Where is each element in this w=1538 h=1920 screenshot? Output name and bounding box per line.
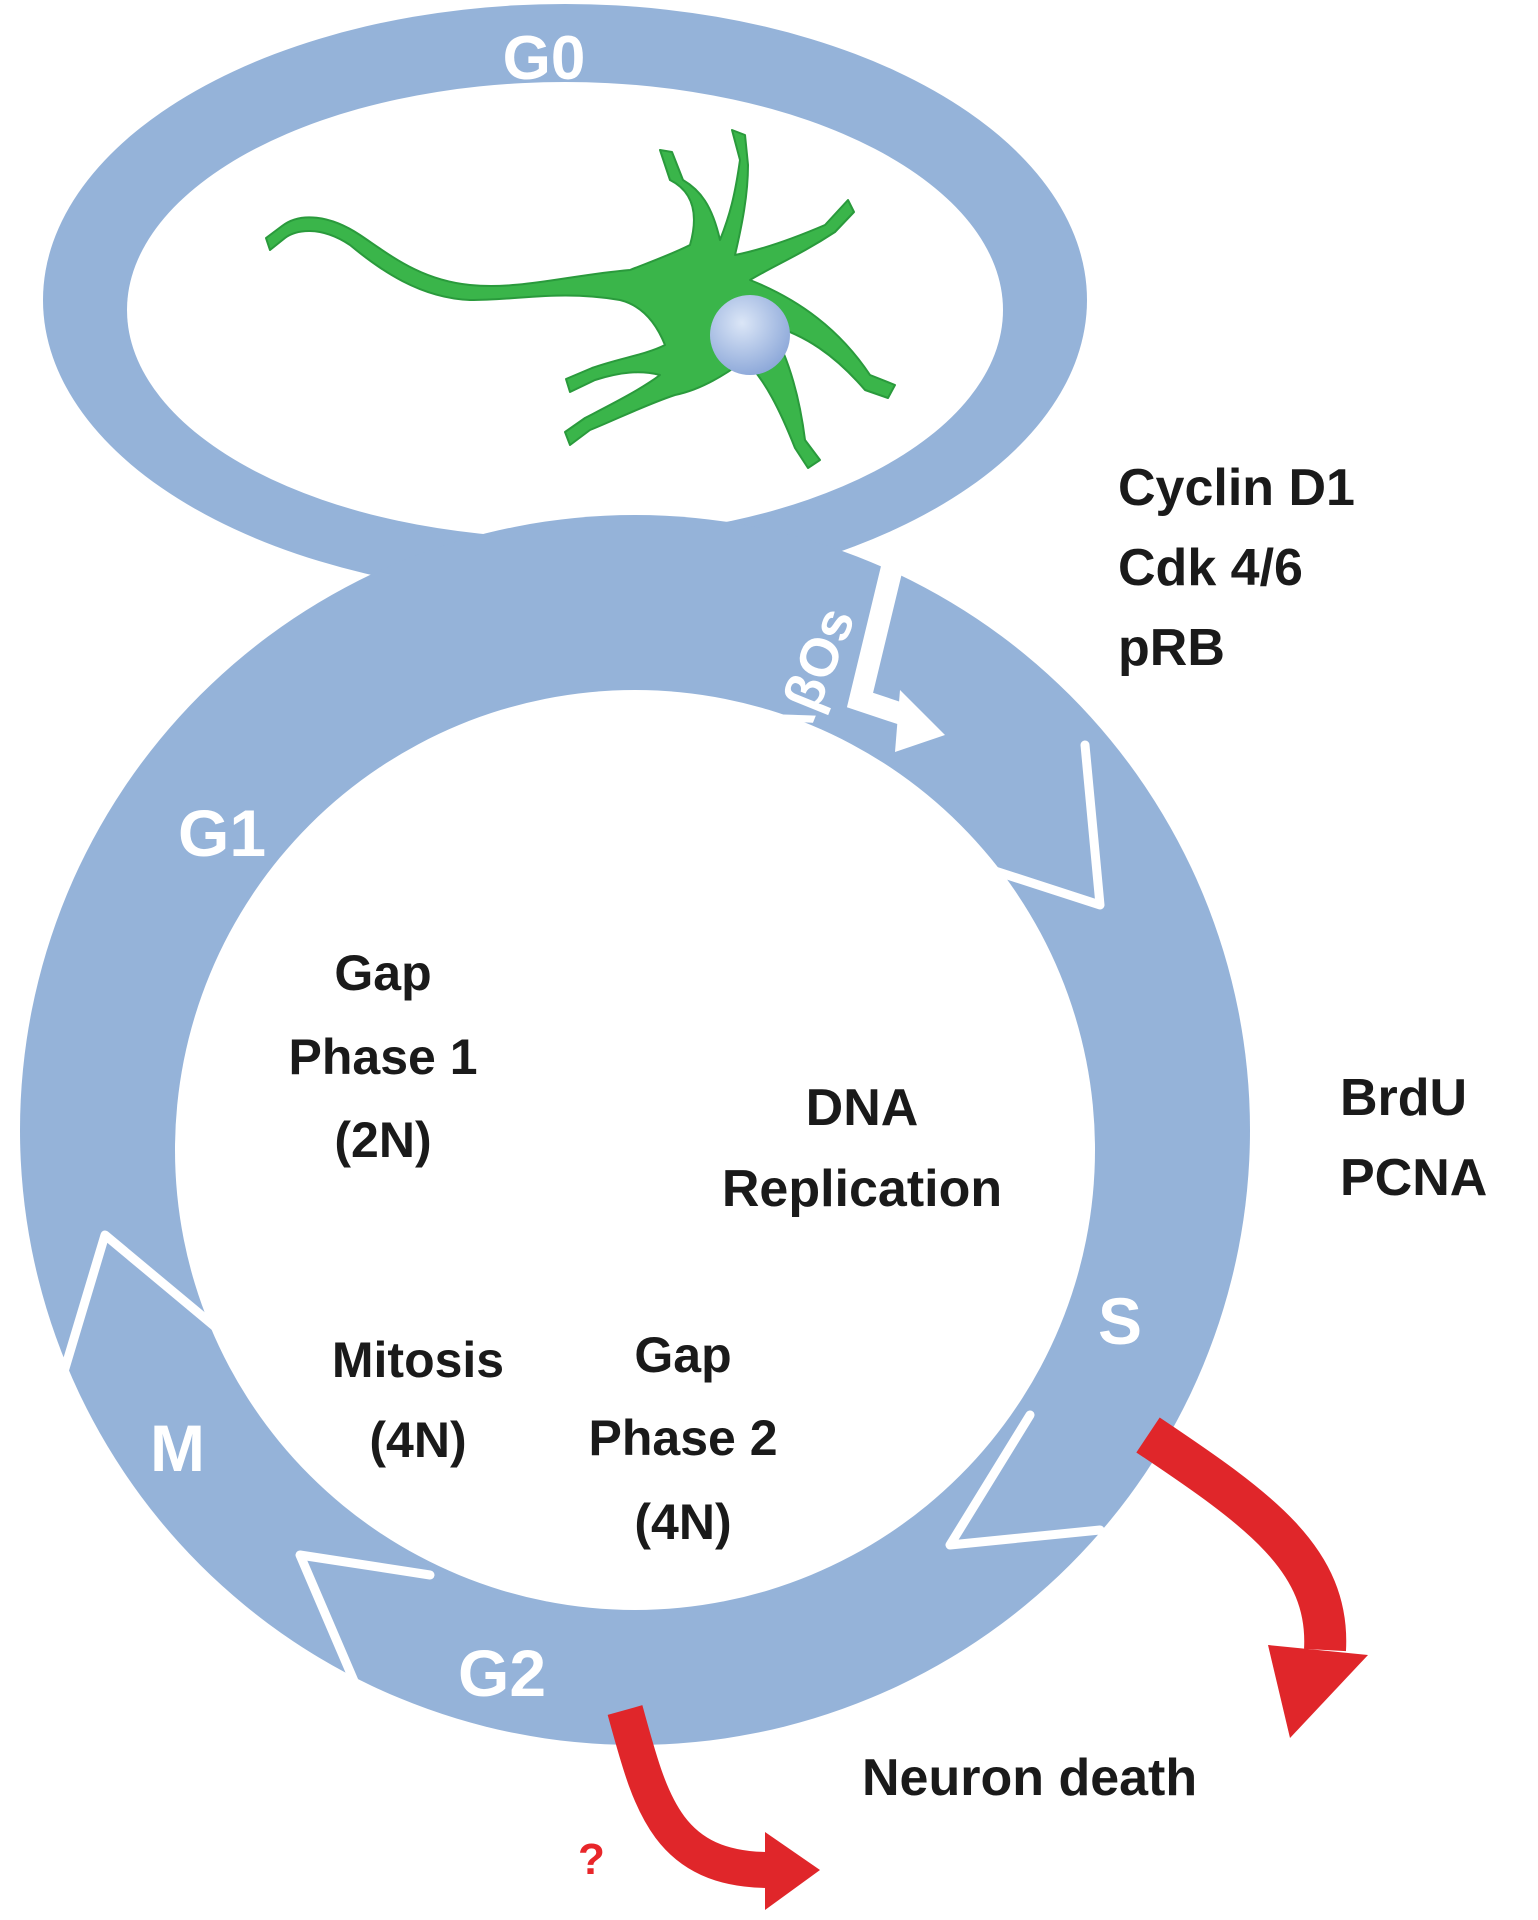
death-arrow-icon <box>607 1705 820 1910</box>
death-arrow-icon <box>1136 1417 1368 1738</box>
phase-label-s: S <box>1098 1284 1143 1358</box>
phase-label-g1: G1 <box>178 796 267 870</box>
mitosis-line1: Mitosis <box>331 1332 505 1388</box>
s-marker-brdu: BrdU <box>1340 1069 1468 1127</box>
chevron-icon <box>55 740 1105 1700</box>
gap1-line3: (2N) <box>334 1112 432 1168</box>
gap2-line2: Phase 2 <box>588 1410 778 1466</box>
dna-line1: DNA <box>805 1079 919 1137</box>
uncertain-mark: ? <box>578 1835 605 1884</box>
mitosis-line2: (4N) <box>369 1412 467 1468</box>
phase-label-g0: G0 <box>502 24 586 93</box>
cycle-ring <box>20 515 1250 1745</box>
neuron-icon <box>265 129 896 469</box>
outcome-label: Neuron death <box>862 1749 1198 1807</box>
dna-line2: Replication <box>721 1160 1003 1218</box>
phase-label-g2: G2 <box>458 1636 547 1710</box>
gap2-line3: (4N) <box>634 1494 732 1550</box>
phase-label-m: M <box>150 1411 205 1485</box>
g1-marker-cdk: Cdk 4/6 <box>1118 539 1303 597</box>
gap1-line1: Gap <box>334 945 432 1001</box>
g1-marker-prb: pRB <box>1118 619 1225 677</box>
abos-arrow-icon <box>846 552 945 752</box>
gap1-line2: Phase 1 <box>288 1029 478 1085</box>
gap2-line1: Gap <box>634 1327 732 1383</box>
s-marker-pcna: PCNA <box>1340 1149 1488 1207</box>
g1-marker-cyclin: Cyclin D1 <box>1118 459 1355 517</box>
